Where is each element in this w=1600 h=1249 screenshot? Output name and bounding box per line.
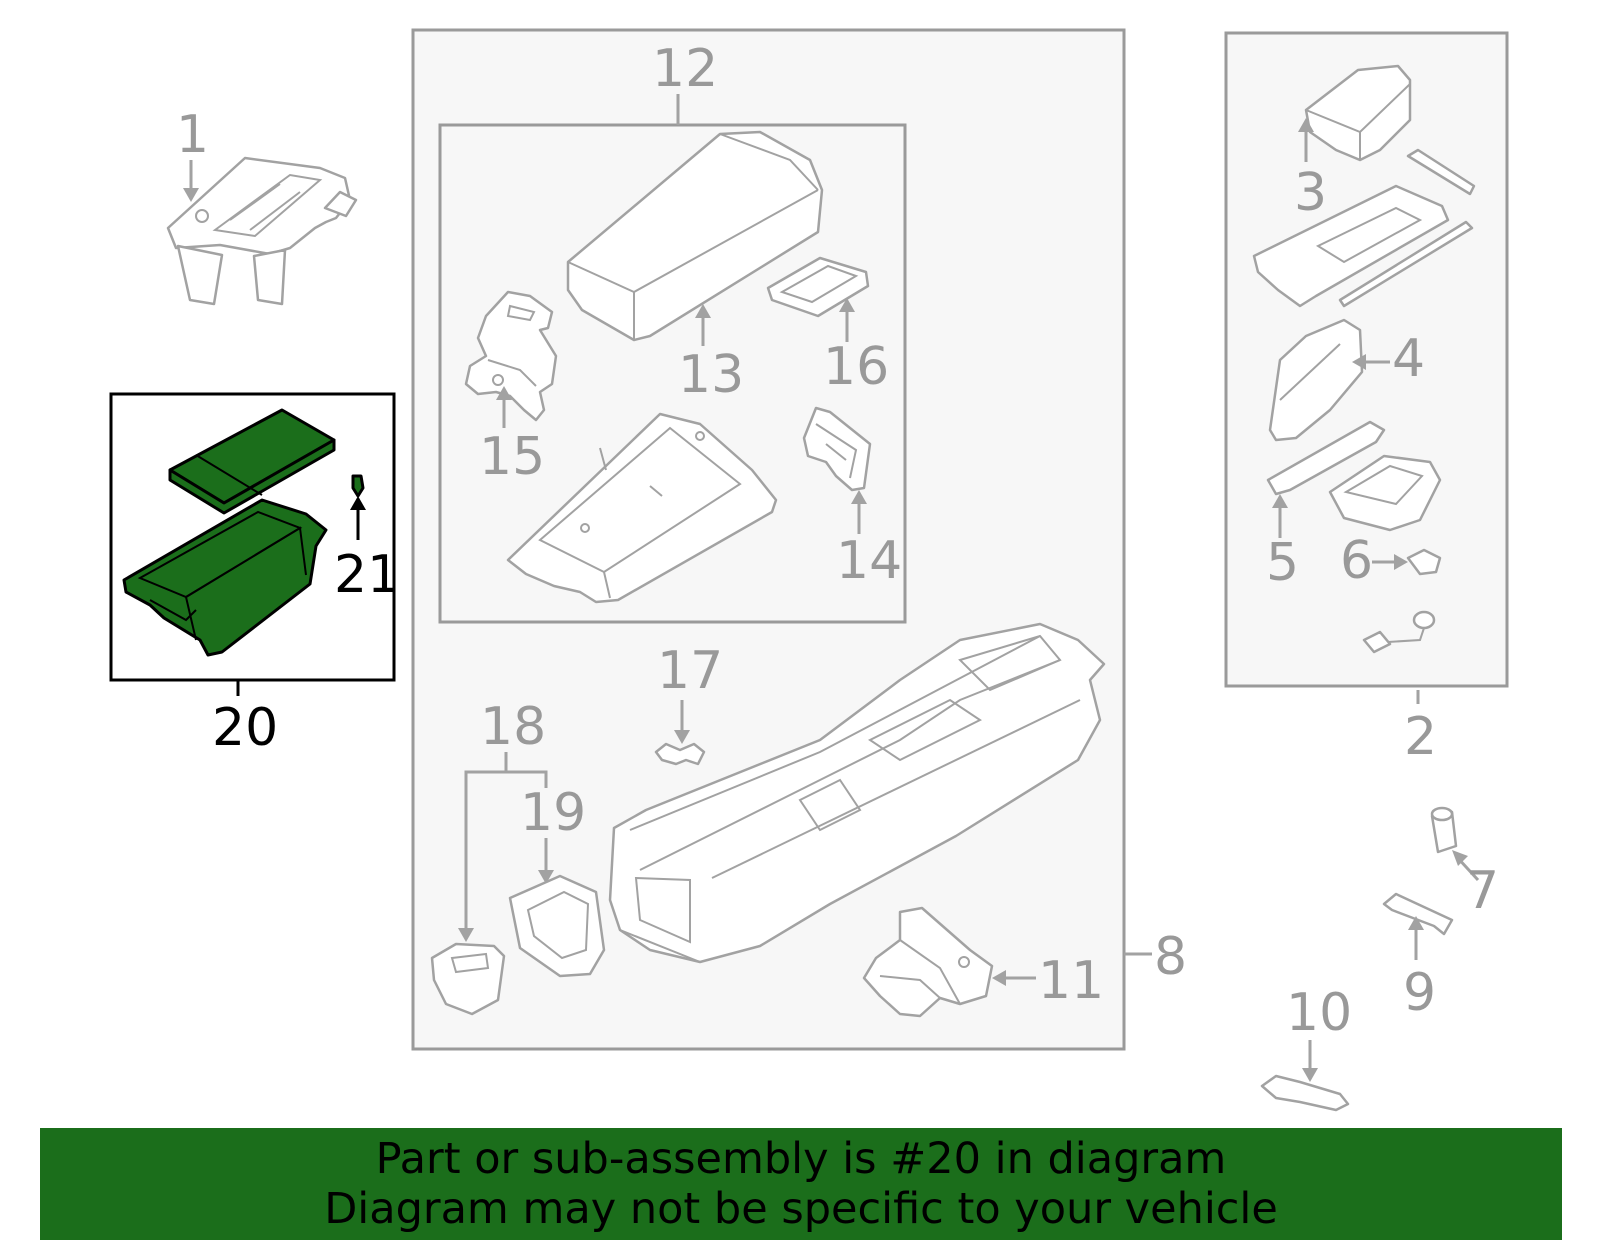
armrest-base [506,412,778,604]
callout-12: 12 [652,39,718,99]
callout-16: 16 [823,337,889,397]
part-9-bracket [1382,892,1454,936]
part-20-console-storage-box [122,408,336,657]
callout-11: 11 [1038,951,1104,1011]
info-banner: Part or sub-assembly is #20 in diagram D… [40,1128,1562,1240]
arrow-13 [695,304,711,318]
callout-14: 14 [836,531,902,591]
arrow-16 [839,298,855,312]
arrow-5 [1272,494,1288,508]
part-8-center-console [608,622,1106,964]
part-18-shift-boot [430,942,506,1016]
callout-17: 17 [657,641,723,701]
banner-line-disclaimer: Diagram may not be specific to your vehi… [324,1184,1278,1234]
part-6-lamp-socket [1406,548,1442,576]
callout-3: 3 [1294,163,1327,223]
arrow-14 [851,490,867,504]
part-7-plug [1430,806,1458,854]
callout-5: 5 [1266,533,1299,593]
callout-7: 7 [1466,861,1499,921]
indicator-tray [1252,184,1474,308]
arrow-10 [1302,1068,1318,1082]
arrow-3 [1298,118,1314,132]
part-1-shift-indicator-bezel [166,156,358,306]
arrow-4 [1352,354,1366,370]
arrow-21 [350,496,366,510]
arrow-17 [674,730,690,744]
leader-18b [506,770,548,788]
ashtray-cup [1328,454,1442,532]
part-10-clip-plate [1260,1074,1350,1112]
callout-18: 18 [480,697,546,757]
part-5-seal-strip [1266,420,1386,496]
leader-18a [464,752,508,934]
arrow-15 [496,386,512,400]
callout-19: 19 [520,783,586,843]
callout-4: 4 [1392,329,1425,389]
part-15-hinge-bracket [464,290,558,422]
arrow-11 [992,970,1006,986]
banner-line-part-info: Part or sub-assembly is #20 in diagram [375,1134,1227,1184]
part-17-bracket [654,742,706,766]
part-14-latch [802,406,872,492]
callout-10: 10 [1286,983,1352,1043]
arrow-18 [458,928,474,942]
arrow-7 [1452,850,1468,866]
callout-21: 21 [334,545,400,605]
part-13-armrest-lid [566,130,824,342]
wire-harness [1362,610,1436,654]
part-20-bin [122,498,328,657]
part-3-cup-holder [1304,64,1476,196]
part-21-clip [351,474,365,498]
callout-2: 2 [1404,707,1437,767]
part-16-cover-plate [766,256,870,318]
part-4-trim-panel [1268,318,1364,442]
part-11-mounting-bracket [862,906,994,1018]
callout-13: 13 [678,345,744,405]
arrow-9 [1408,916,1424,930]
arrow-19 [538,870,554,884]
callout-9: 9 [1403,963,1436,1023]
arrow-6 [1394,554,1408,570]
arrow-1 [183,188,199,202]
callout-15: 15 [479,427,545,487]
callout-1: 1 [176,105,209,165]
part-19-boot-bezel [508,874,606,978]
parts-diagram: 1 21 20 12 13 16 [109,28,1509,1112]
callout-8: 8 [1154,927,1187,987]
callout-6: 6 [1340,531,1373,591]
callout-20: 20 [212,698,278,758]
